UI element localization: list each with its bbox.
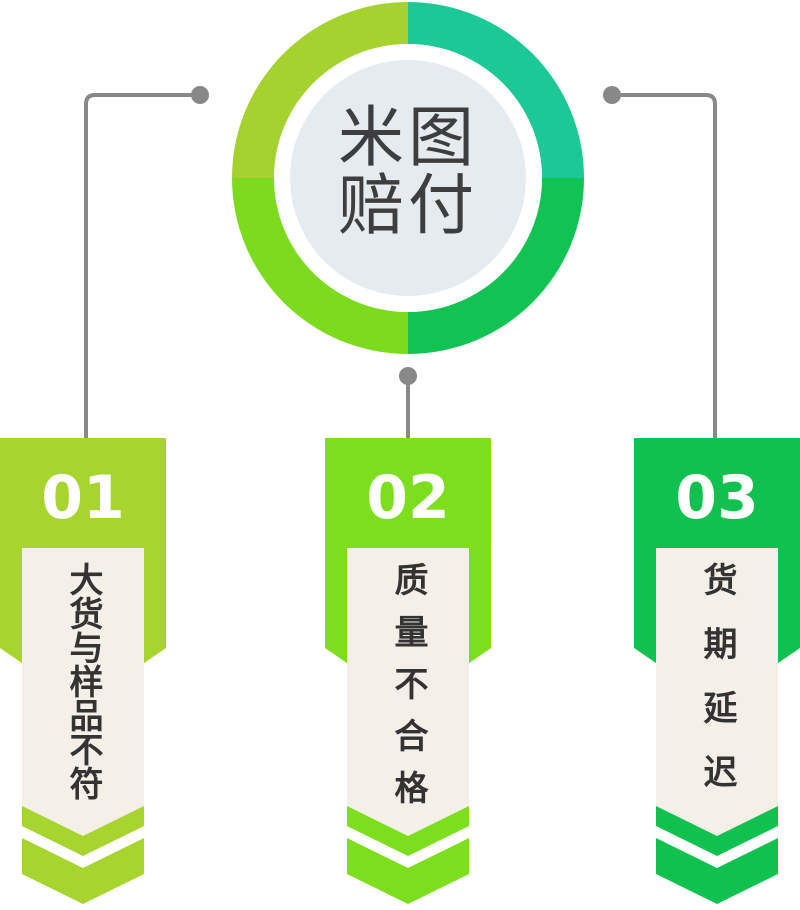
card-03: 03 货期延迟	[634, 438, 800, 904]
card-02-number: 02	[366, 463, 450, 533]
card-03-chevron-upper	[656, 806, 778, 856]
connectors	[84, 86, 717, 438]
card-02: 02 质量不合格	[325, 438, 491, 904]
card-01-chevron-lower	[22, 838, 144, 904]
center-title-line1: 米图	[338, 99, 478, 176]
connector-left	[84, 93, 200, 438]
card-02-inner-panel	[347, 548, 469, 838]
card-03-label: 货期延迟	[697, 562, 737, 818]
center-ring: 米图 赔付	[232, 2, 584, 354]
ring-top-right-segment	[408, 2, 584, 178]
ring-bottom-left-segment	[232, 178, 408, 354]
card-03-number: 03	[675, 463, 759, 533]
card-02-chevron-upper	[347, 806, 469, 856]
card-01-number: 01	[41, 463, 125, 533]
card-01-chevron-upper	[22, 806, 144, 856]
center-title-line2: 赔付	[338, 167, 478, 244]
card-03-chevron-lower	[656, 838, 778, 904]
ring-bottom-right-segment	[408, 178, 584, 354]
card-01-label: 大货与样品不符	[63, 562, 103, 800]
card-02-chevron-lower	[347, 838, 469, 904]
card-03-inner-panel	[656, 548, 778, 838]
connector-left-dot	[191, 86, 209, 104]
center-disc	[290, 60, 526, 296]
card-01: 01 大货与样品不符	[0, 438, 166, 904]
connector-right	[612, 93, 717, 438]
connector-middle-dot	[399, 367, 417, 385]
card-02-label: 质量不合格	[388, 562, 428, 822]
connector-right-dot	[603, 86, 621, 104]
card-01-inner-panel	[22, 548, 144, 838]
ring-top-left-segment	[232, 2, 408, 178]
